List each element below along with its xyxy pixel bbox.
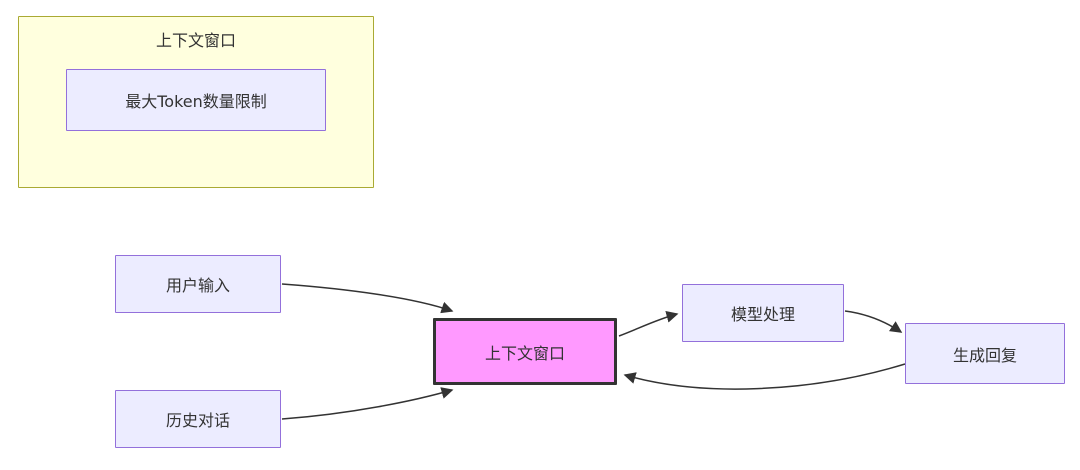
node-history-dialogue: 历史对话 [115,390,281,448]
subgraph-title: 上下文窗口 [155,31,236,50]
edge-context-window-to-model-processing [618,310,679,337]
node-generate-reply: 生成回复 [905,323,1065,384]
edge-model-processing-to-generate-reply [844,310,903,333]
edge-history-dialogue-to-context-window [281,387,454,420]
subgraph-context-window: 上下文窗口 最大Token数量限制 [18,16,374,188]
edge-user-input-to-context-window [281,283,454,314]
node-context-window: 上下文窗口 [433,318,617,385]
node-model-processing: 模型处理 [682,284,844,342]
node-user-input: 用户输入 [115,255,281,313]
edge-generate-reply-to-context-window [623,363,906,390]
node-max-token-limit: 最大Token数量限制 [66,69,326,131]
